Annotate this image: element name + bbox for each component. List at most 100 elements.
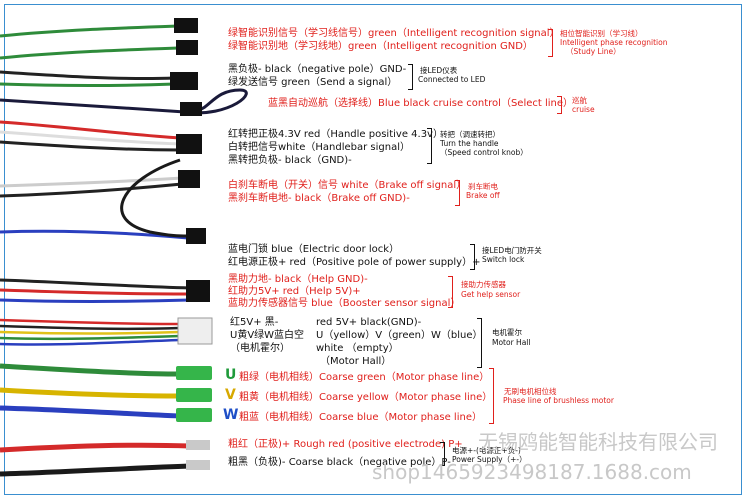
help-line-1: 黑助力地- black（Help GND)- (228, 274, 368, 285)
wire-learn-green-2 (0, 46, 179, 60)
terminal-phase-w (176, 408, 212, 422)
learn-note-2: Intelligent phase recognition (560, 38, 668, 47)
terminal-phase-u (176, 366, 212, 380)
hall-note-2: Motor Hall (492, 338, 531, 347)
wire-handle-red (0, 120, 181, 140)
led-line-1: 黑负极- black（negative pole）GND- (228, 64, 407, 75)
hall-left-2: U黄V绿W蓝白空 (230, 330, 305, 341)
brake-line-1: 白刹车断电（开关）信号 white（Brake off signal） (228, 180, 467, 191)
help-line-2: 红助力5V+ red（Help 5V)+ (228, 286, 361, 297)
cruise-note-2: cruise (572, 105, 595, 114)
wire-phase-green (0, 363, 181, 377)
wire-brake-black (0, 182, 183, 198)
connector-help (186, 280, 210, 302)
wire-handle-white (0, 130, 181, 146)
help-line-3: 蓝助力传感器信号 blue（Booster sensor signal） (228, 298, 461, 309)
connector-brake (178, 170, 200, 188)
wire-led-green (0, 82, 176, 87)
connector-learn-1 (174, 18, 198, 33)
wire-phase-yellow (0, 387, 181, 399)
lock-note-1: 接LED电门防开关 (482, 246, 542, 255)
led-note-1: 接LED仪表 (420, 66, 458, 75)
handle-note-3: （Speed control knob） (440, 148, 528, 157)
handle-line-3: 黑转把负极- black（GND)- (228, 155, 352, 166)
power-note-2: Power Supply（+-） (452, 455, 527, 464)
handle-note-2: Turn the handle (440, 139, 499, 148)
connector-lock (186, 228, 206, 244)
hall-right-2: U（yellow）V（green）W（blue） (316, 330, 483, 341)
hall-left-1: 红5V+ 黑- (230, 317, 279, 328)
wire-power-red (0, 442, 191, 453)
handle-note-1: 转把（调速转把） (440, 130, 500, 139)
wire-hall-yellow (0, 330, 181, 335)
hall-right-4: （Motor Hall） (320, 356, 392, 367)
wire-led-black (0, 70, 176, 81)
brake-note-1: 刹车断电 (468, 182, 498, 191)
terminal-power-black (186, 460, 210, 470)
wire-help-black (0, 278, 191, 290)
phase-text-v: 粗黄（电机相线）Coarse yellow（Motor phase line） (239, 392, 493, 403)
watermark-url: shop1465923498187.1688.com (372, 460, 692, 484)
phase-text-u: 粗绿（电机相线）Coarse green（Motor phase line） (239, 372, 490, 383)
hall-note-1: 电机霍尔 (492, 328, 522, 337)
handle-brace (427, 128, 432, 164)
wire-handle-black (0, 140, 181, 152)
lock-note-2: Switch lock (482, 255, 525, 264)
handle-line-1: 红转把正极4.3V red（Handle positive 4.3v） (228, 129, 443, 140)
wire-hall-red (0, 318, 181, 326)
phase-letter-u: U (225, 367, 237, 383)
connector-handle (176, 134, 202, 154)
learn-note-1: 相位智能识别（学习线） (560, 29, 643, 38)
lock-line-2: 红电源正极+ red（Positive pole of power supply… (228, 257, 481, 268)
power-line-2: 粗黑（负极)- Coarse black（negative pole）P- (228, 457, 451, 468)
wire-lock-black (120, 158, 189, 238)
help-brace (448, 276, 453, 308)
terminal-power-red (186, 440, 210, 450)
wire-cruise-loop (0, 88, 248, 115)
help-note-2: Get help sensor (461, 290, 521, 299)
wire-hall-black (0, 324, 181, 331)
phase-note-2: Phase line of brushless motor (503, 396, 614, 405)
brake-note-2: Brake off (466, 191, 500, 200)
cruise-note-1: 巡航 (572, 96, 587, 105)
wire-power-black (0, 463, 191, 477)
watermark-company: 无锡鸥能智能科技有限公司 (478, 430, 718, 454)
power-brace (440, 442, 445, 466)
learn-brace (548, 29, 553, 57)
phase-letter-w: W (223, 407, 239, 423)
wire-help-red (0, 288, 191, 296)
image-frame (4, 4, 742, 495)
brake-line-2: 黑刹车断电地- black（Brake off GND)- (228, 193, 410, 204)
help-note-1: 接助力传感器 (461, 280, 506, 289)
connector-learn-2 (176, 40, 198, 55)
brake-brace (455, 180, 460, 206)
cruise-brace (557, 96, 562, 114)
hall-left-3: （电机霍尔） (230, 343, 290, 354)
hall-right-1: red 5V+ black(GND)- (316, 317, 422, 328)
cruise-line: 蓝黑自动巡航（选择线）Blue black cruise control（Sel… (268, 98, 574, 109)
handle-line-2: 白转把信号white（Handlebar signal） (228, 142, 410, 153)
phase-text-w: 粗蓝（电机相线）Coarse blue（Motor phase line） (239, 412, 482, 423)
learn-note-3: （Study Line） (566, 47, 621, 56)
phase-brace (489, 368, 494, 424)
learn-line-2: 绿智能识别地（学习线地）green（Intelligent recognitio… (228, 41, 533, 52)
learn-line-1: 绿智能识别信号（学习线信号）green（Intelligent recognit… (228, 28, 560, 39)
power-note-1: 电源+-(电源正+负-) (452, 446, 521, 455)
connector-hall (177, 317, 213, 345)
power-line-1: 粗红（正极)+ Rough red (positive electrode) P… (228, 439, 463, 450)
hall-brace (477, 318, 482, 368)
led-line-2: 绿发送信号 green（Send a signal） (228, 77, 398, 88)
wire-lock-blue (0, 229, 189, 240)
hall-right-3: white （empty） (316, 343, 399, 354)
wire-help-blue (0, 298, 191, 303)
wire-brake-white (0, 176, 183, 188)
wire-learn-green-1 (0, 24, 179, 38)
wire-hall-green (0, 334, 181, 341)
connector-led (170, 72, 198, 90)
phase-note-1: 无刷电机相位线 (504, 387, 557, 396)
phase-letter-v: V (225, 387, 236, 403)
connector-cruise (180, 102, 202, 116)
wire-hall-blue (0, 338, 181, 346)
